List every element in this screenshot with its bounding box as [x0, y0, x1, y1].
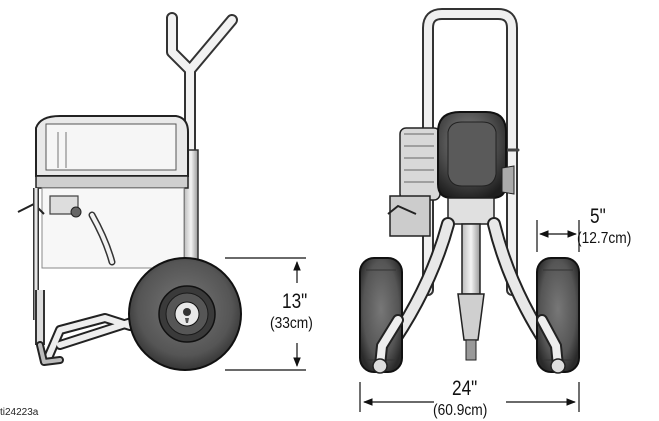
side-shroud: [35, 115, 189, 189]
side-wheel: [128, 257, 242, 371]
overall-width-dimension: [359, 382, 580, 412]
front-motor-cover: [437, 111, 515, 199]
front-engine: [387, 127, 441, 237]
front-wheel-left: [359, 257, 403, 373]
wheel-height-metric-label: (33cm): [270, 315, 313, 332]
wheel-height-imperial-label: 13": [282, 290, 308, 313]
wheel-width-metric-label: (12.7cm): [577, 230, 632, 247]
wheel-width-dimension: [536, 220, 580, 252]
wheel-width-imperial-label: 5": [590, 205, 606, 228]
wheel-height-dimension: [225, 257, 306, 371]
front-pump: [447, 197, 495, 361]
front-feet: [372, 314, 566, 374]
front-view: [359, 8, 580, 374]
figure-reference-id: ti24223a: [0, 407, 39, 418]
side-pump-body: [17, 187, 185, 345]
side-handle: [166, 12, 238, 156]
overall-width-metric-label: (60.9cm): [433, 402, 488, 419]
overall-width-imperial-label: 24": [452, 377, 478, 400]
side-stand: [36, 311, 155, 366]
side-view: [17, 12, 242, 371]
